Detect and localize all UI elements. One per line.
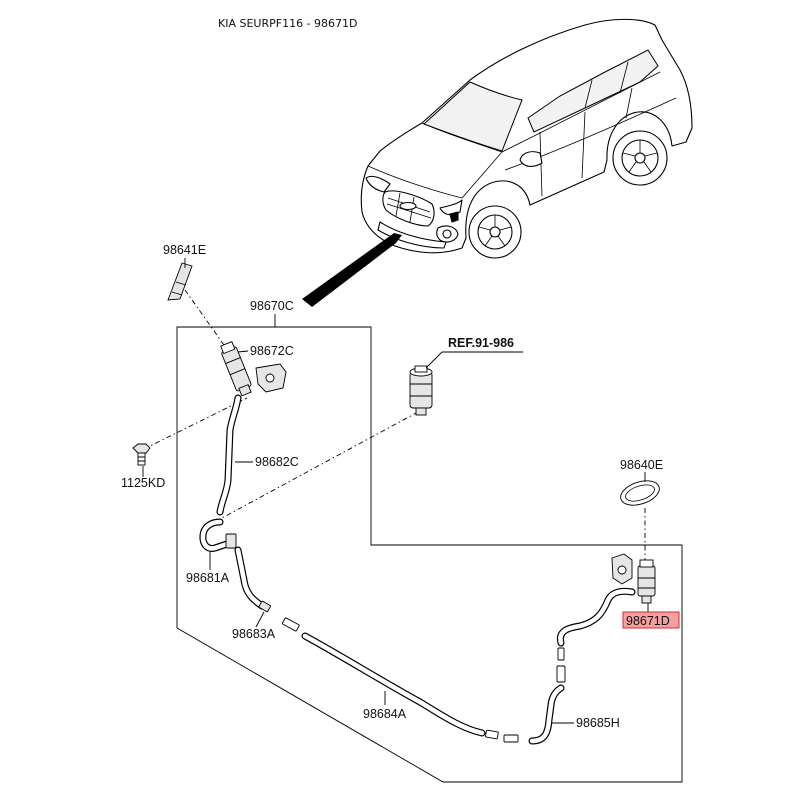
side-mirror	[519, 151, 543, 167]
highlight-box	[622, 611, 680, 629]
callout-98671D-highlighted: 98671D	[626, 614, 670, 628]
callout-98681A: 98681A	[186, 571, 230, 585]
hose-lower-right	[528, 684, 565, 745]
callout-98672C: 98672C	[250, 344, 294, 358]
nozzle-left-part	[220, 341, 287, 397]
leader-lines	[142, 258, 649, 724]
diagram-title: KIA SEURPF116 - 98671D	[218, 17, 358, 30]
vehicle-illustration	[360, 18, 693, 259]
front-wheel	[468, 205, 522, 259]
clip-part	[167, 262, 193, 301]
headlamp-washer-marker	[449, 211, 459, 223]
washer-pump-part	[409, 365, 433, 416]
hose-upper-right	[556, 587, 636, 647]
nozzle-cover-part	[620, 480, 660, 506]
t-connector	[225, 533, 237, 549]
hose-connector-c	[556, 647, 566, 683]
beltline	[501, 71, 661, 153]
hose-connector-b	[485, 729, 519, 743]
window-pillar	[584, 61, 629, 109]
callout-98683A: 98683A	[232, 627, 276, 641]
dashed-line-clip	[184, 289, 225, 346]
dashed-line-pump	[221, 411, 419, 519]
headlight-right	[439, 199, 463, 216]
callout-1125KD: 1125KD	[121, 476, 165, 490]
pointer-wedge	[302, 233, 402, 307]
dashed-line-bolt	[143, 397, 248, 450]
windshield	[423, 81, 523, 152]
callout-98685H: 98685H	[576, 716, 620, 730]
assembly-boundary	[176, 326, 683, 783]
hose-lower-left	[234, 546, 271, 613]
hose-u-bend	[199, 518, 237, 552]
hose-upper-left	[216, 394, 242, 516]
callout-98640E: 98640E	[620, 458, 663, 472]
hose-long	[301, 632, 486, 737]
reference-label: REF.91-986	[448, 336, 514, 350]
rear-wheel	[612, 130, 668, 186]
nozzle-right-part	[611, 553, 656, 604]
callout-98641E: 98641E	[163, 243, 206, 257]
fog-light-lens	[442, 229, 452, 239]
bolt-part	[132, 443, 151, 466]
callout-98684A: 98684A	[363, 707, 407, 721]
callout-98682C: 98682C	[255, 455, 299, 469]
callout-98670C: 98670C	[250, 299, 294, 313]
hose-connector-a	[281, 617, 300, 632]
badge	[399, 201, 417, 211]
headlight-left	[365, 175, 391, 193]
